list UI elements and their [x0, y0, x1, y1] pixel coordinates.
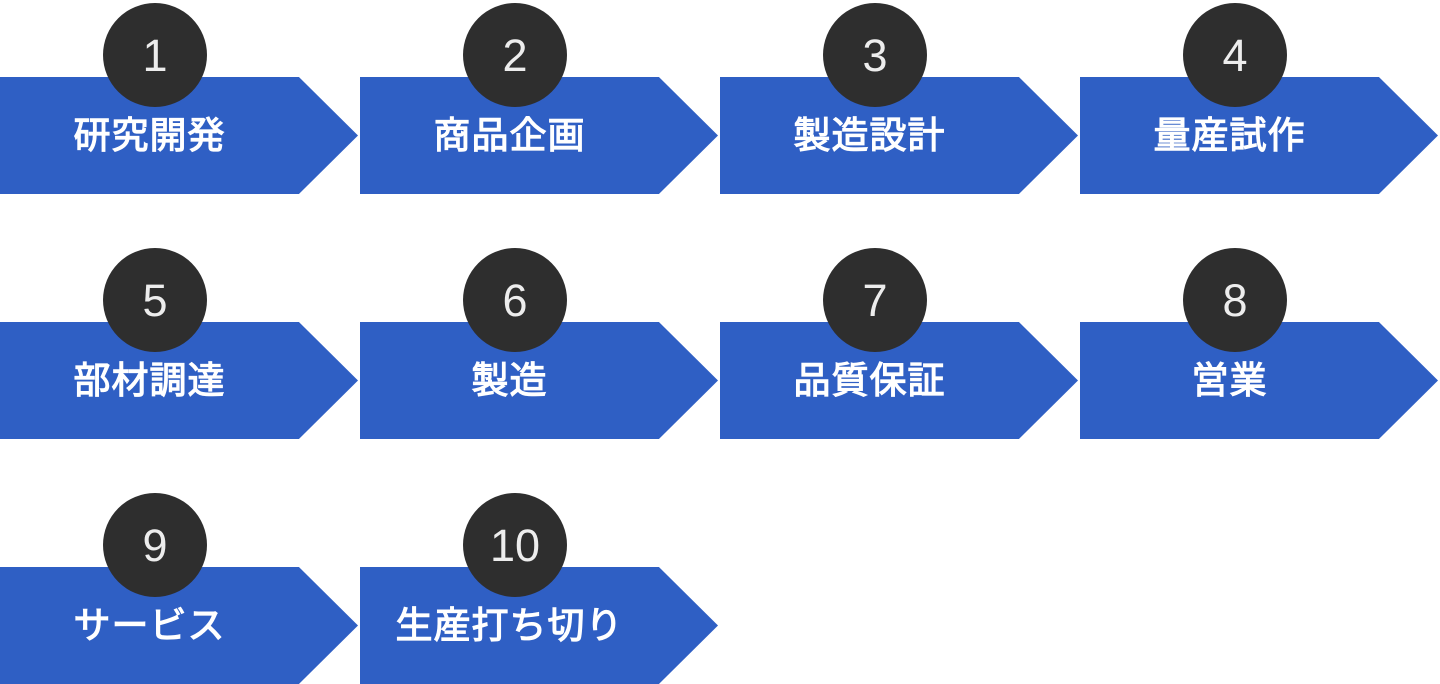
flow-step-6: 6 製造	[360, 245, 720, 490]
step-number-badge: 1	[103, 3, 207, 107]
step-number: 5	[142, 274, 168, 326]
step-number-badge: 8	[1183, 248, 1287, 352]
flow-step-10: 10 生産打ち切り	[360, 490, 720, 684]
flow-step-9: 9 サービス	[0, 490, 360, 684]
step-number-badge: 10	[463, 493, 567, 597]
step-number: 9	[142, 519, 168, 571]
flow-step-1: 1 研究開発	[0, 0, 360, 245]
process-arrow: 生産打ち切り	[360, 567, 718, 684]
flow-step-8: 8 営業	[1080, 245, 1440, 490]
step-number-badge: 3	[823, 3, 927, 107]
step-label: 製造	[471, 360, 548, 401]
step-number-badge: 6	[463, 248, 567, 352]
step-label: 部材調達	[73, 360, 226, 401]
step-number: 7	[862, 274, 888, 326]
step-number: 6	[502, 274, 528, 326]
step-number: 4	[1222, 29, 1248, 81]
step-number: 3	[862, 29, 888, 81]
step-number: 1	[142, 29, 168, 81]
step-number: 8	[1222, 274, 1248, 326]
flow-step-7: 7 品質保証	[720, 245, 1080, 490]
step-label: サービス	[73, 605, 226, 646]
step-label: 量産試作	[1153, 115, 1306, 156]
step-label: 品質保証	[793, 360, 946, 401]
flow-step-5: 5 部材調達	[0, 245, 360, 490]
step-number-badge: 5	[103, 248, 207, 352]
step-number-badge: 4	[1183, 3, 1287, 107]
step-label: 商品企画	[433, 115, 586, 156]
step-number: 2	[502, 29, 528, 81]
step-label: 研究開発	[73, 115, 226, 156]
step-number: 10	[489, 519, 541, 571]
flow-step-3: 3 製造設計	[720, 0, 1080, 245]
flow-step-4: 4 量産試作	[1080, 0, 1440, 245]
step-number-badge: 2	[463, 3, 567, 107]
process-arrow: 商品企画	[360, 77, 718, 194]
step-label: 生産打ち切り	[395, 605, 624, 646]
step-number-badge: 7	[823, 248, 927, 352]
step-label: 営業	[1191, 360, 1268, 401]
step-label: 製造設計	[793, 115, 946, 156]
process-arrow: 量産試作	[1080, 77, 1438, 194]
step-number-badge: 9	[103, 493, 207, 597]
flow-step-2: 2 商品企画	[360, 0, 720, 245]
